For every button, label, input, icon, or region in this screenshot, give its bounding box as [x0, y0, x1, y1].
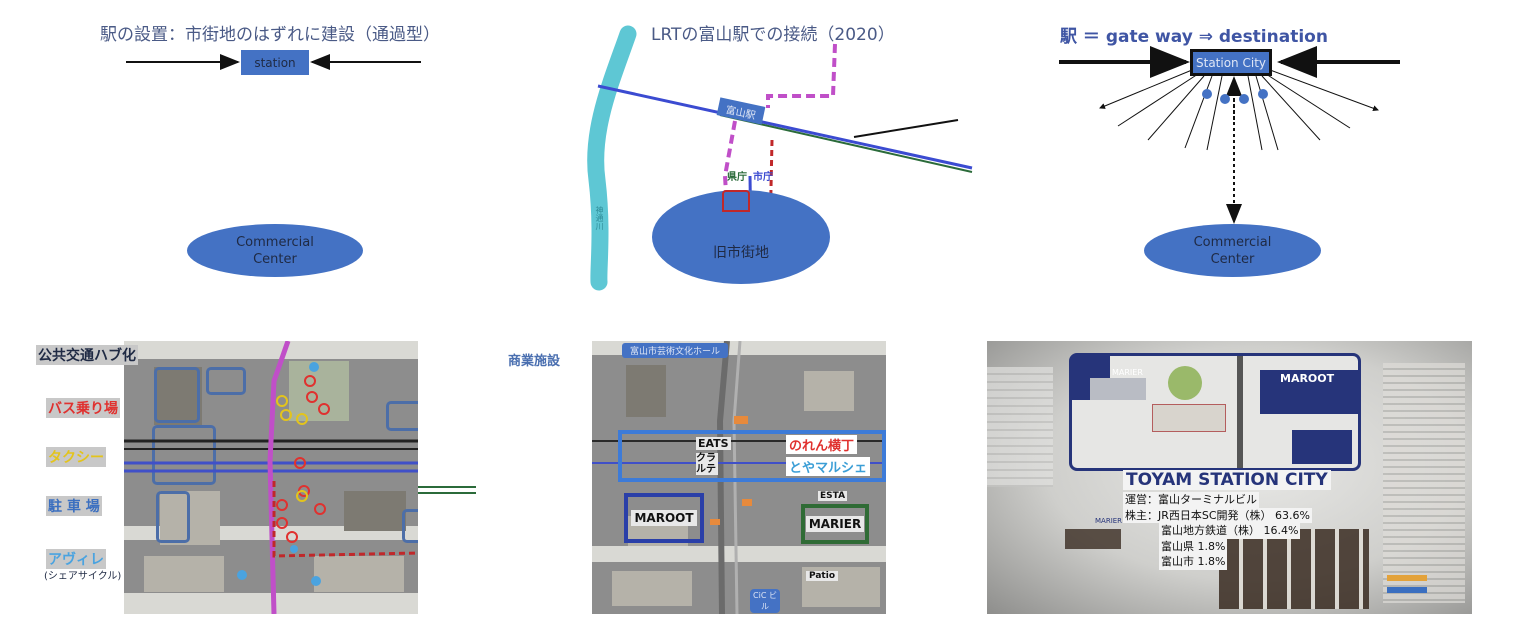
parking-outline: [152, 425, 216, 485]
panel3-center-line1: Commercial: [1193, 234, 1272, 250]
map-label-marier2: MARIER: [1095, 517, 1123, 525]
parking-outline: [386, 401, 418, 431]
legend-bus: バス乗り場: [46, 398, 120, 418]
photo-grid: [1219, 529, 1369, 609]
top-tag: 富山市芸術文化ホール: [622, 343, 729, 358]
commercial-strip-outline: [618, 430, 886, 482]
map-label-maroot: MAROOT: [1280, 372, 1335, 385]
parking-outline: [156, 491, 190, 543]
legend-parking: 駐 車 場: [46, 496, 102, 516]
marche-label: とやマルシェ: [786, 457, 871, 476]
map-label-marier: MARIER: [1112, 368, 1143, 377]
river: [587, 25, 637, 291]
site-map-frame: MARIER MAROOT: [1069, 353, 1361, 471]
kurarute-label: クラルテ: [696, 453, 718, 475]
panel3-title: 駅 ＝ gate way ⇒ destination: [1060, 27, 1328, 47]
panel1-title: 駅の設置：市街地のはずれに建設（通過型）: [100, 25, 440, 45]
esta-label: ESTA: [818, 491, 848, 501]
cic-label: CiC ビル: [750, 589, 780, 613]
panel1-commercial-center: Commercial Center: [187, 224, 363, 277]
station-city-box: Station City: [1190, 49, 1272, 76]
legend-aville: アヴィレ: [46, 549, 106, 569]
city-office-label: 市庁: [753, 172, 773, 183]
panel1-station-box: station: [241, 50, 309, 75]
panel4-title: 公共交通ハブ化: [36, 345, 138, 365]
parking-outline: [154, 367, 200, 423]
eats-label: EATS: [696, 437, 731, 450]
panel3-commercial-center: Commercial Center: [1144, 224, 1321, 277]
station-city-heading: TOYAM STATION CITY: [1123, 470, 1331, 490]
panel4-map: [124, 341, 418, 614]
parking-outline: [206, 367, 246, 395]
pref-office-label: 県庁: [727, 172, 747, 183]
panel6-photo: MARIER MAROOT MARIER TOYAM STATION CITY …: [987, 341, 1472, 614]
branch-line: [853, 119, 959, 138]
rail-line-1: [597, 84, 973, 170]
marier-label: MARIER: [805, 516, 865, 532]
maroot-box: MAROOT: [624, 493, 704, 543]
panel2-title: LRTの富山駅での接続（2020）: [651, 25, 895, 45]
radiating-lines: [1099, 69, 1379, 151]
old-town-label: 旧市街地: [713, 245, 769, 261]
panel2-station-box: 富山駅: [716, 97, 766, 125]
patio-label: Patio: [806, 571, 838, 581]
legend-taxi: タクシー: [46, 447, 106, 467]
noren-label: のれん横丁: [786, 435, 858, 454]
parking-outline: [402, 509, 418, 543]
panel1-center-line1: Commercial: [236, 234, 314, 250]
castle-icon: [722, 190, 750, 212]
info-line-city: 富山市 1.8%: [1159, 554, 1228, 570]
river-label: 神通川: [595, 206, 604, 230]
panel5-map: 富山市芸術文化ホール EATS クラルテ のれん横丁 とやマルシェ ESTA M…: [592, 341, 886, 614]
info-block: 運営：富山ターミナルビル 株主：JR西日本SC開発（株） 63.6% 富山地方鉄…: [1123, 492, 1312, 570]
info-line-shareholder: 株主：JR西日本SC開発（株） 63.6%: [1123, 507, 1312, 523]
panel5-title: 商業施設: [508, 354, 561, 369]
panel3-dots: [1202, 89, 1268, 104]
panel1-center-line2: Center: [253, 251, 297, 267]
legend-aville-sub: (シェアサイクル): [44, 571, 122, 582]
marier-box: MARIER: [801, 504, 869, 544]
maroot-label: MAROOT: [631, 510, 697, 526]
old-town-ellipse: 旧市街地: [652, 190, 830, 284]
info-line-operator: 運営：富山ターミナルビル: [1123, 492, 1259, 508]
info-line-pref: 富山県 1.8%: [1159, 538, 1228, 554]
info-line-railway: 富山地方鉄道（株） 16.4%: [1159, 523, 1301, 539]
panel3-center-line2: Center: [1210, 251, 1255, 267]
